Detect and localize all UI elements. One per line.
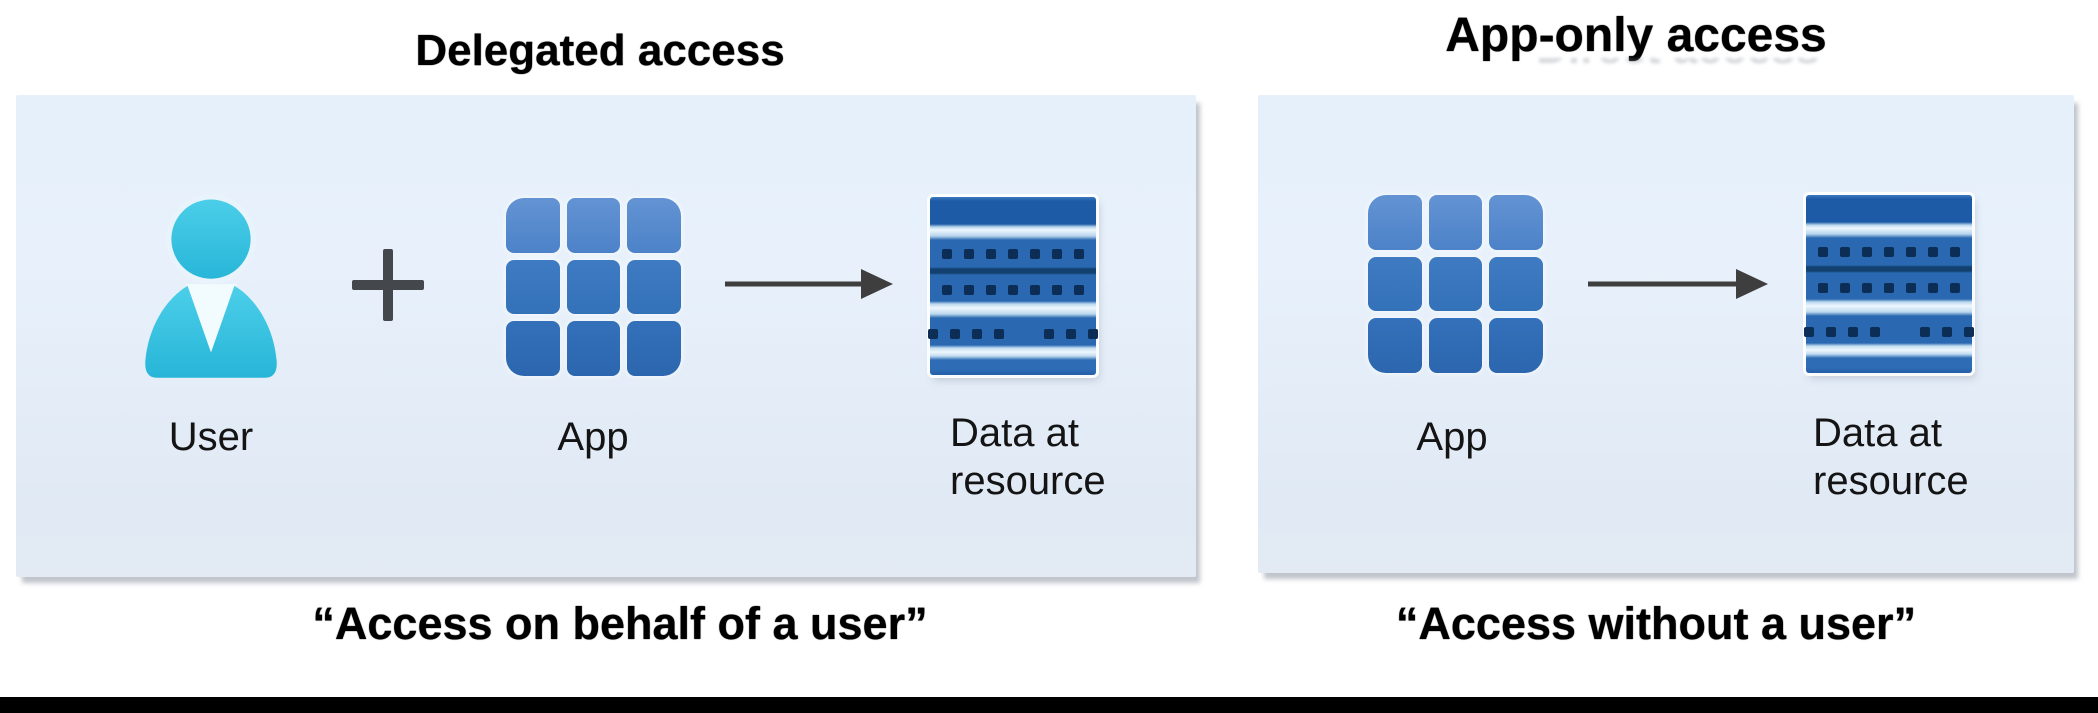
data-dot-row [938, 249, 1088, 259]
data-dot [1884, 247, 1894, 257]
app-tile [627, 259, 681, 315]
data-dot [1818, 283, 1828, 293]
app-tile [566, 198, 621, 253]
data-dot [950, 329, 960, 339]
data-dot [1044, 329, 1054, 339]
data-dot [928, 329, 938, 339]
data-dot [1008, 285, 1018, 295]
user-body [145, 285, 277, 378]
data-dot-row [1814, 283, 1964, 293]
data-dot [986, 249, 996, 259]
app-label: App [557, 415, 629, 459]
app-tile [1489, 318, 1543, 373]
user-head [166, 194, 256, 285]
data-dot-row [938, 285, 1088, 295]
app-tile [1428, 318, 1483, 373]
app-only-access-panel: App Data at resource [1258, 95, 2074, 573]
data-dot [1052, 285, 1062, 295]
data-dot [964, 249, 974, 259]
data-dot [1848, 327, 1858, 337]
data-dot [1826, 327, 1836, 337]
data-dot [1804, 327, 1814, 337]
data-dot [1906, 283, 1916, 293]
data-dot [1052, 249, 1062, 259]
data-stack-icon [1804, 195, 1974, 373]
data-dot [1074, 249, 1084, 259]
app-tile [1368, 195, 1422, 250]
data-dot [1818, 247, 1828, 257]
data-dot [964, 285, 974, 295]
resource-label: Data at resource [1813, 411, 1969, 503]
data-dot [1964, 327, 1974, 337]
app-tile [506, 321, 560, 376]
app-tile [506, 259, 560, 315]
data-dot [994, 329, 1004, 339]
data-dot [1870, 327, 1880, 337]
data-dot [1906, 247, 1916, 257]
data-dot [1066, 329, 1076, 339]
app-tile [1428, 195, 1483, 250]
data-dot [1942, 327, 1952, 337]
user-collar-notch [185, 284, 237, 353]
app-label: App [1416, 415, 1488, 459]
data-dot [1950, 283, 1960, 293]
arrow-head [861, 269, 893, 299]
right-arrow-icon [1588, 269, 1768, 299]
app-tile [566, 259, 621, 315]
data-dot-row [928, 329, 1098, 339]
app-tile [1489, 195, 1543, 250]
dot-gap [1892, 327, 1908, 337]
app-tile [1489, 256, 1543, 312]
data-dot-row [1804, 327, 1974, 337]
data-dot [1840, 247, 1850, 257]
delegated-access-panel: User App Data at resource [16, 95, 1196, 577]
app-tile [566, 321, 621, 376]
data-dot [1840, 283, 1850, 293]
app-tile [1368, 318, 1422, 373]
user-icon [145, 194, 277, 378]
data-dot [942, 285, 952, 295]
app-tile [627, 321, 681, 376]
data-dot [1074, 285, 1084, 295]
app-tile [627, 198, 681, 253]
data-dot [972, 329, 982, 339]
data-dot [942, 249, 952, 259]
data-dot [1030, 249, 1040, 259]
right-arrow-icon [725, 269, 893, 299]
app-tile [1368, 256, 1422, 312]
data-dot [1862, 247, 1872, 257]
data-dot [1030, 285, 1040, 295]
app-only-access-title: App-only access [1445, 9, 1827, 62]
data-dot-row [1814, 247, 1964, 257]
app-only-access-caption: “Access without a user” [1395, 598, 1917, 649]
bottom-black-bar [0, 697, 2098, 713]
app-tile [506, 198, 560, 253]
data-stack-icon [928, 197, 1098, 375]
delegated-access-title: Delegated access [415, 26, 785, 75]
data-dot [1928, 247, 1938, 257]
resource-label: Data at resource [950, 411, 1106, 503]
user-label: User [168, 415, 254, 459]
data-dot [1920, 327, 1930, 337]
app-grid-icon [1368, 195, 1543, 373]
app-tile [1428, 256, 1483, 312]
app-grid-icon [506, 198, 681, 376]
data-dot [1950, 247, 1960, 257]
delegated-access-caption: “Access on behalf of a user” [312, 598, 928, 649]
data-dot [1008, 249, 1018, 259]
dot-gap [1016, 329, 1032, 339]
arrow-head [1736, 269, 1768, 299]
data-dot [1088, 329, 1098, 339]
data-dot [986, 285, 996, 295]
data-dot [1862, 283, 1872, 293]
data-dot [1928, 283, 1938, 293]
plus-icon [352, 249, 424, 321]
data-dot [1884, 283, 1894, 293]
